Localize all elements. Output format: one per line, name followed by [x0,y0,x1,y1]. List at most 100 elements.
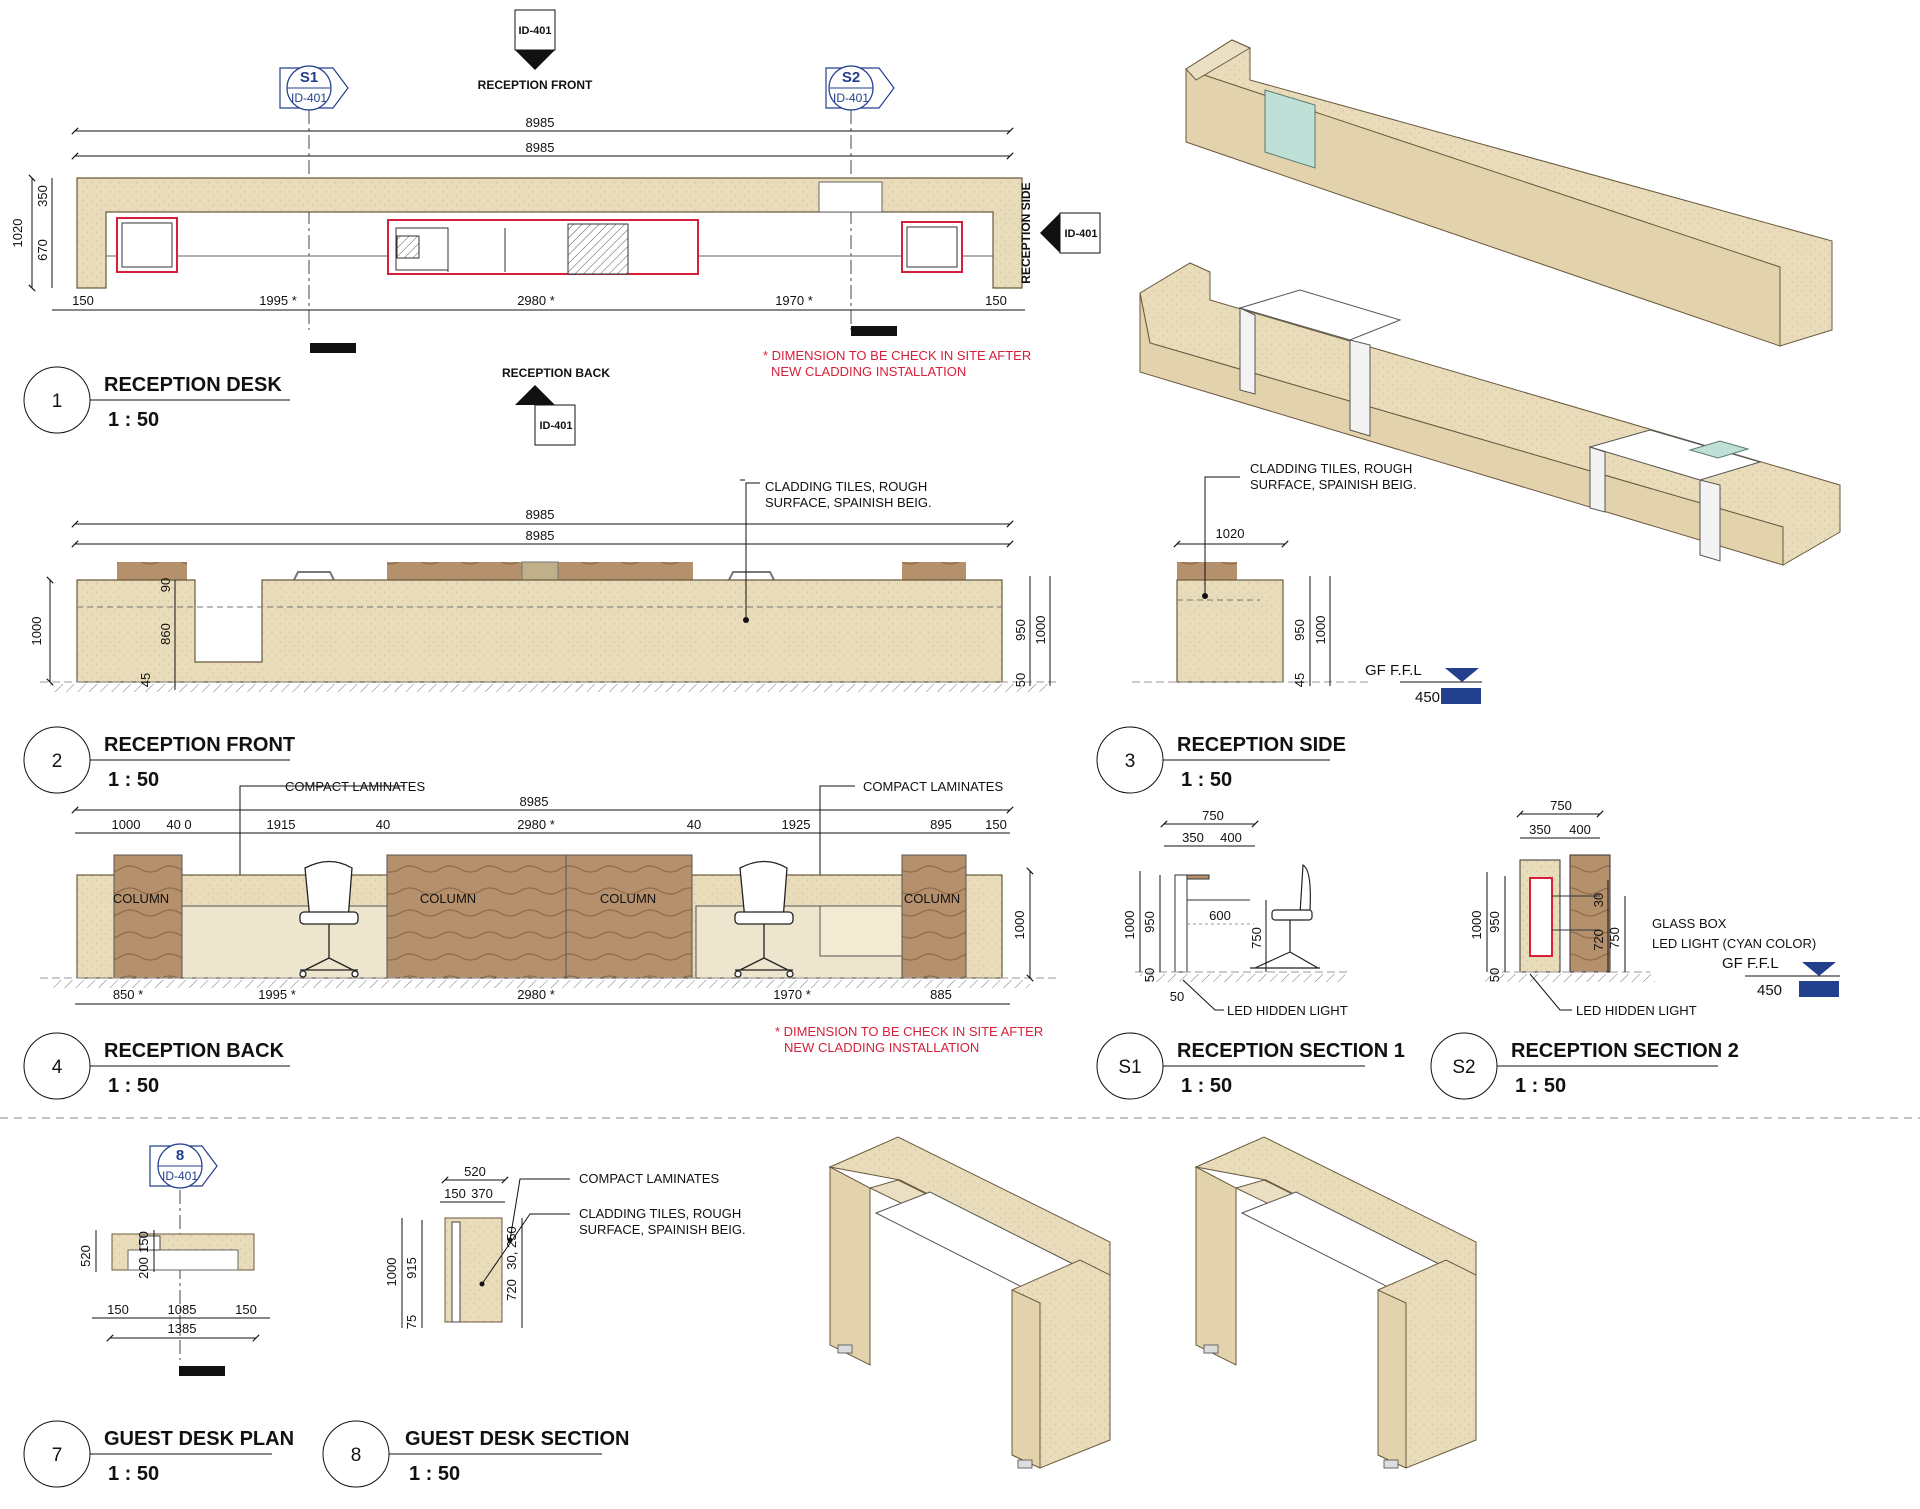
s1-h750: 750 [1249,927,1264,949]
plan-note-1: * DIMENSION TO BE CHECK IN SITE AFTER [763,348,1031,363]
side-level-value: 450 [1415,689,1440,706]
side-note-1: CLADDING TILES, ROUGH [1250,461,1412,476]
iso-desk-back [1185,39,1833,347]
g8-label2a: CLADDING TILES, ROUGH [579,1206,741,1221]
s1-title: RECEPTION SECTION 1 [1177,1040,1405,1062]
plan-h-total: 1020 [10,219,25,248]
g7-w1085: 1085 [168,1302,197,1317]
view3-scale: 1 : 50 [1181,769,1232,791]
section-marker-8[interactable]: 8 ID-401 [149,1143,218,1189]
back-column-3 [565,854,693,979]
g8-h915: 915 [404,1257,419,1279]
view-reception-back: COMPACT LAMINATES COMPACT LAMINATES 8985… [23,779,1060,1100]
side-marker-label: RECEPTION SIDE [1019,182,1033,283]
plan-h-bot: 670 [35,239,50,261]
s2-led: LED HIDDEN LIGHT [1576,1003,1697,1018]
s1-w400: 400 [1220,830,1242,845]
back-bdim-2: 2980 * [517,987,555,1002]
desk-plan-body [76,177,1023,289]
view8-scale: 1 : 50 [409,1463,460,1485]
elevation-marker-side[interactable]: RECEPTION SIDE ID-401 [1019,182,1101,284]
view-guest-desk-section: 520 150 370 COMPACT LAMINATES CLADDING T… [322,1164,746,1488]
s2-w750: 750 [1550,798,1572,813]
back-column-1 [113,854,183,979]
plan-seg2: 2980 * [517,293,555,308]
front-h950: 950 [1013,619,1028,641]
plan-total-b: 8985 [526,140,555,155]
plan-left-end: 150 [72,293,94,308]
plan-note-2: NEW CLADDING INSTALLATION [771,364,966,379]
s1-w600: 600 [1209,908,1231,923]
s2-level-label: GF F.F.L [1722,955,1779,972]
back-marker-label: RECEPTION BACK [502,366,610,380]
back-bdim-0: 850 * [113,987,143,1002]
view2-title: RECEPTION FRONT [104,734,295,756]
side-h950: 950 [1292,619,1307,641]
view8-title: GUEST DESK SECTION [405,1428,629,1450]
elevation-marker-back[interactable]: RECEPTION BACK ID-401 [502,366,610,446]
view3-num: 3 [1125,751,1136,772]
g7-w150b: 150 [235,1302,257,1317]
plan-column-right [901,221,963,273]
chair-right [734,860,794,978]
g8-h720: 720 [504,1279,519,1301]
plan-column-left [116,217,178,273]
g7-h200: 200 [136,1257,151,1279]
front-h90: 90 [158,578,173,592]
s2-glass: GLASS BOX [1652,916,1727,931]
s1-ref: ID-401 [291,91,327,105]
back-dim-4: 2980 * [517,817,555,832]
iso-desk-front [1139,262,1841,566]
s1-w750: 750 [1202,808,1224,823]
s1-scale: 1 : 50 [1181,1075,1232,1097]
s2-led-cyan: LED LIGHT (CYAN COLOR) [1652,936,1816,951]
s1-num: S1 [1118,1057,1141,1078]
back-bdim-1: 1995 * [258,987,296,1002]
section-marker-s2[interactable]: S2 ID-401 [825,65,895,111]
view3-title: RECEPTION SIDE [1177,734,1346,756]
back-dim-2: 1915 [267,817,296,832]
side-h1000: 1000 [1313,616,1328,645]
front-marker-ref: ID-401 [518,25,551,37]
g8-h75: 75 [404,1315,419,1329]
section-marker-s1[interactable]: S1 ID-401 [279,65,349,111]
back-dim-7: 895 [930,817,952,832]
column-label-4: COLUMN [904,891,960,906]
plan-right-end: 150 [985,293,1007,308]
s2-h750: 750 [1607,927,1622,949]
front-h860: 860 [158,623,173,645]
plan-h-top: 350 [35,185,50,207]
back-bdim-4: 885 [930,987,952,1002]
s2-scale: 1 : 50 [1515,1075,1566,1097]
s2-h50: 50 [1487,968,1502,982]
s1-led: LED HIDDEN LIGHT [1227,1003,1348,1018]
view-reception-side: 1020 CLADDING TILES, ROUGH SURFACE, SPAI… [1096,461,1482,794]
view1-scale: 1 : 50 [108,409,159,431]
g8-h30-250: 30, 250 [504,1226,519,1269]
front-h-left: 1000 [29,617,44,646]
view7-scale: 1 : 50 [108,1463,159,1485]
m8-id: 8 [176,1147,184,1164]
s1-h950: 950 [1142,911,1157,933]
s2-id: S2 [842,69,860,86]
g8-label1: COMPACT LAMINATES [579,1171,719,1186]
g7-w1385: 1385 [168,1321,197,1336]
back-dim-6: 1925 [782,817,811,832]
view-guest-desk-plan: 8 ID-401 520 150 200 150 1085 150 1385 7… [23,1143,294,1488]
front-elevation-body [76,579,1003,683]
plan-seg1: 1995 * [259,293,297,308]
view2-scale: 1 : 50 [108,769,159,791]
view2-num: 2 [52,751,63,772]
view1-title: RECEPTION DESK [104,374,282,396]
s2-ref: ID-401 [833,91,869,105]
front-note-2: SURFACE, SPAINISH BEIG. [765,495,932,510]
elevation-marker-front[interactable]: ID-401 RECEPTION FRONT [478,9,593,92]
plan-total-a: 8985 [526,115,555,130]
back-marker-ref: ID-401 [539,420,572,432]
back-bdim-3: 1970 * [773,987,811,1002]
s2-cut-bar [851,326,897,336]
iso-guest-desk-2 [1194,1136,1477,1469]
view7-title: GUEST DESK PLAN [104,1428,294,1450]
side-h45: 45 [1292,673,1307,687]
